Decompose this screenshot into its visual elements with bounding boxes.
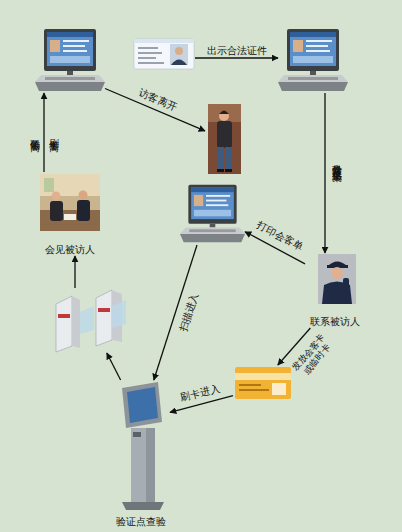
picture-node: 会见被访人 — [28, 172, 112, 256]
picture-node — [180, 183, 245, 245]
flow-arrow — [195, 57, 278, 58]
flow-arrow — [74, 256, 75, 288]
edge-label: 出示合法证件 — [207, 45, 267, 56]
edge-label: 发放会客卡或临时卡 — [290, 331, 336, 380]
step-label: 刷卡签离 — [49, 131, 60, 135]
picture-node — [233, 365, 291, 401]
picture-node — [35, 28, 105, 93]
picture-node — [278, 28, 348, 93]
step-label: 条码签离 — [30, 131, 41, 135]
flow-arrow — [107, 353, 121, 380]
flow-arrow — [324, 93, 325, 253]
picture-node — [205, 103, 243, 175]
picture-node: 验证点查验 — [112, 380, 170, 528]
edge-label: 访客离开 — [137, 87, 178, 113]
flow-arrow — [43, 93, 44, 172]
edge-label: 打印会客单 — [255, 219, 304, 252]
edge-label: 身份验证及信息采集 — [332, 156, 343, 165]
edge-label: 扫描进入 — [178, 291, 201, 332]
node-label: 会见被访人 — [18, 244, 122, 256]
node-label: 验证点查验 — [102, 516, 180, 528]
picture-node: 联系被访人 — [305, 253, 365, 328]
picture-node — [133, 38, 195, 70]
node-label: 联系被访人 — [295, 316, 375, 328]
picture-node — [52, 288, 128, 353]
